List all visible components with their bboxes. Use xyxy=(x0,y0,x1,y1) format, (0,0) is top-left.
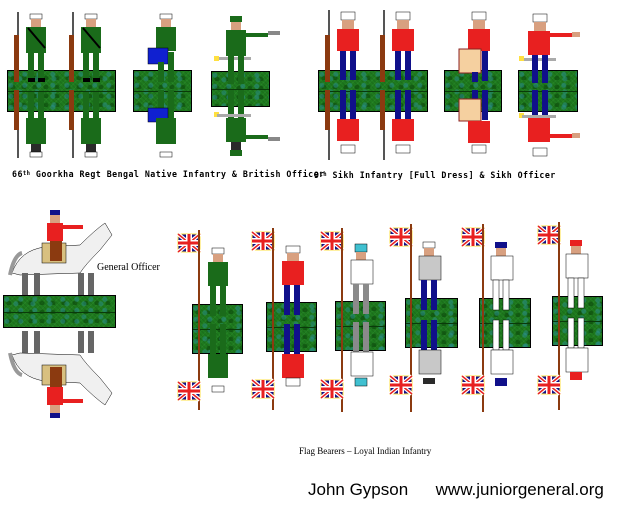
sikh-caption: 9th Sikh Infantry [Full Dress] & Sikh Of… xyxy=(314,171,556,181)
flag-bearer-white-red-cap-icon xyxy=(536,222,589,410)
mounted-general-icon xyxy=(8,210,113,418)
goorkha-drummer-icon xyxy=(147,13,176,158)
general-base xyxy=(3,295,116,328)
flag-bearer-red-icon xyxy=(250,228,304,410)
flag-bearers-image xyxy=(176,222,589,412)
sikh-drummer-icon xyxy=(458,11,490,154)
goorkha-rifleman-icon xyxy=(69,12,101,158)
general-caption: General Officer xyxy=(97,262,160,273)
flag-bearers-caption: Flag Bearers – Loyal Indian Infantry xyxy=(299,446,432,456)
flag-bearer-base-1 xyxy=(192,304,243,354)
caption-number: 66 xyxy=(12,170,23,180)
author-name: John Gypson xyxy=(308,480,409,499)
sikh-rifleman-icon xyxy=(325,10,359,160)
flag-bearer-base-3 xyxy=(335,301,386,351)
goorkha-rifleman-icon xyxy=(14,12,46,158)
sikh-figures-image xyxy=(325,10,580,160)
goorkha-figures-image xyxy=(14,12,280,158)
flag-bearer-white-grey-icon xyxy=(319,228,374,412)
website-link[interactable]: www.juniorgeneral.org xyxy=(435,480,604,499)
caption-text: Sikh Infantry [Full Dress] & Sikh Office… xyxy=(327,171,556,181)
caption-ordinal: th xyxy=(319,171,328,178)
sikh-officer-icon xyxy=(519,13,580,157)
caption-text: Goorkha Regt Bengal Native Infantry & Br… xyxy=(30,170,325,180)
caption-ordinal: th xyxy=(22,170,31,177)
flag-bearer-khaki-icon xyxy=(388,224,442,412)
flag-bearer-base-2 xyxy=(266,302,317,352)
flag-bearer-white-blue-cap-icon xyxy=(460,224,514,412)
flag-bearer-green-icon xyxy=(176,230,228,410)
goorkha-caption: 66th Goorkha Regt Bengal Native Infantry… xyxy=(12,170,325,180)
british-officer-icon xyxy=(214,16,280,156)
caption-number: 9 xyxy=(314,171,320,181)
flag-bearer-base-6 xyxy=(552,296,603,346)
footer-credit: John Gypson www.juniorgeneral.org xyxy=(308,480,604,500)
sikh-rifleman-icon xyxy=(380,10,414,160)
